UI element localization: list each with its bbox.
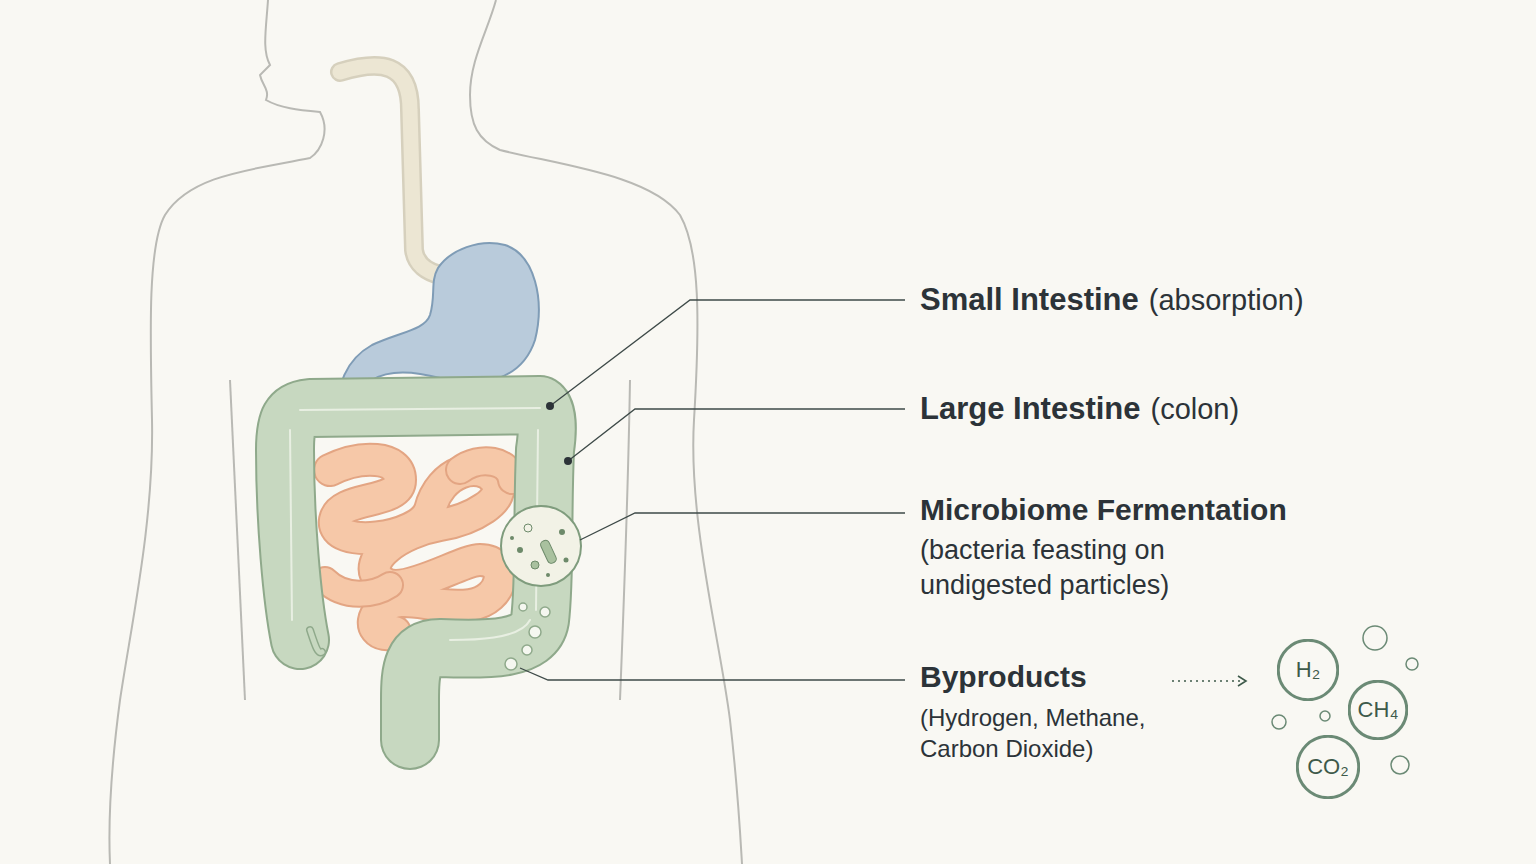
callout-heading: Byproducts <box>920 657 1087 696</box>
large-intestine <box>285 405 547 740</box>
esophagus <box>340 66 440 275</box>
esophagus-fill <box>340 66 440 275</box>
callout-heading: Large Intestine <box>920 389 1141 429</box>
body-outline <box>109 0 742 864</box>
small-intestine <box>325 460 512 634</box>
leader-dots <box>546 402 572 465</box>
gas-formula: CO₂ <box>1307 754 1349 780</box>
gas-circle: CH₄ <box>1348 680 1408 740</box>
gas-circle: H₂ <box>1277 639 1339 701</box>
microbiome-magnifier <box>501 506 581 586</box>
callout-note: (Hydrogen, Methane, Carbon Dioxide) <box>920 702 1195 764</box>
gas-bubbles <box>505 603 550 670</box>
callout-note: (bacteria feasting on undigested particl… <box>920 533 1230 603</box>
callout-note: (colon) <box>1151 391 1240 429</box>
callout-heading: Microbiome Fermentation <box>920 490 1287 529</box>
callout-note: (absorption) <box>1149 282 1304 320</box>
dotted-arrow <box>1172 676 1246 686</box>
leader-lines <box>520 300 905 680</box>
gas-circle: CO₂ <box>1296 735 1360 799</box>
gas-formula: H₂ <box>1296 657 1320 683</box>
callout-heading: Small Intestine <box>920 280 1139 320</box>
gas-formula: CH₄ <box>1358 697 1399 723</box>
